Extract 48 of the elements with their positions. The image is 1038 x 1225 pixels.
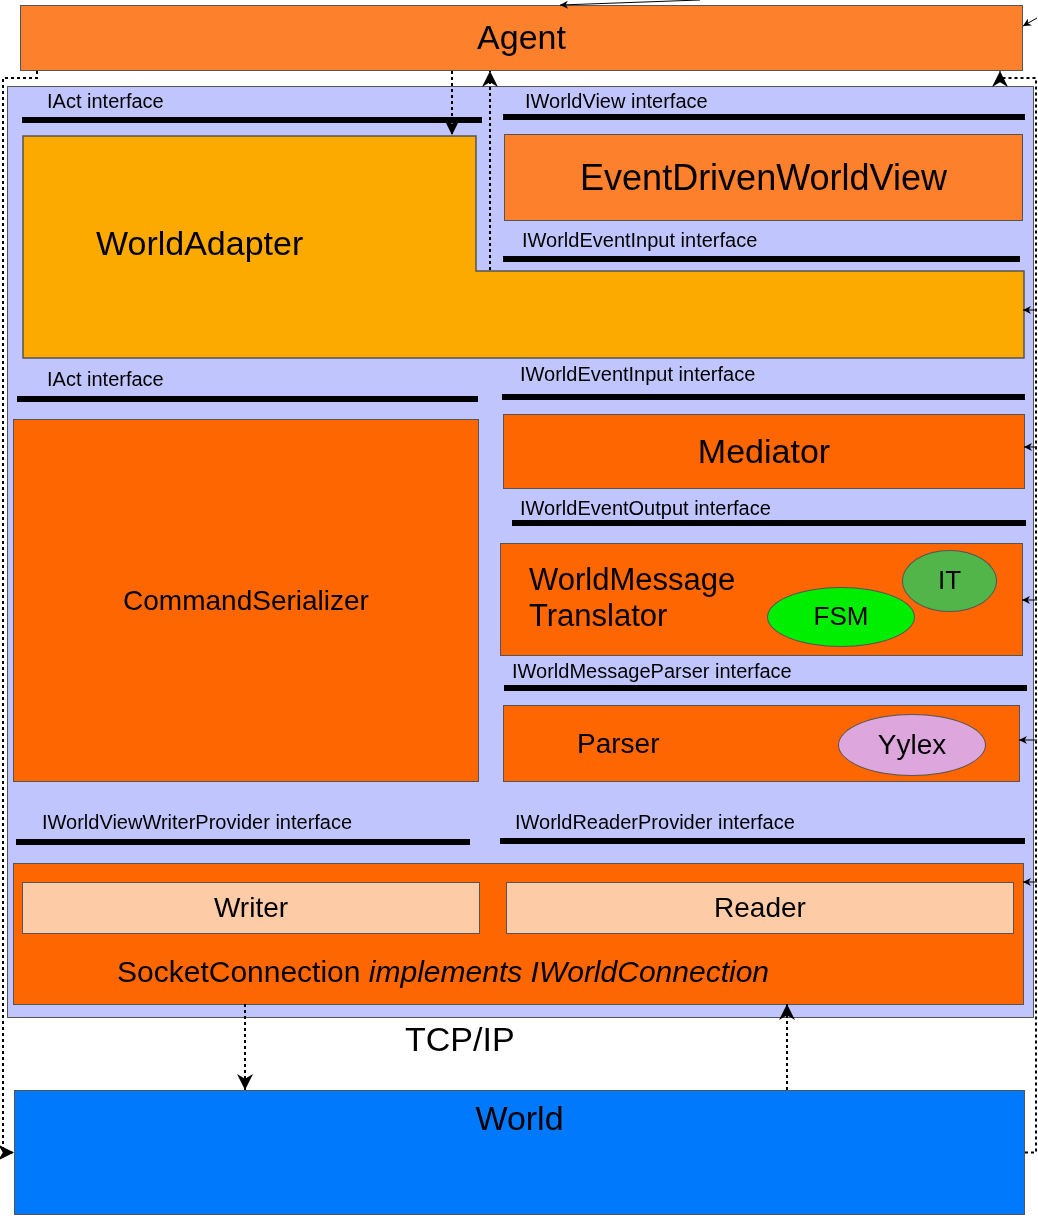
interface-label: IAct interface: [47, 90, 164, 113]
pointer-arrow: [1018, 736, 1038, 744]
protocol-label: TCP/IP: [405, 1020, 515, 1059]
interface-label: IWorldViewWriterProvider interface: [42, 811, 353, 834]
interface-label: IWorldView interface: [525, 90, 708, 113]
flow-arrow: [779, 1003, 795, 1091]
flow-arrow: [0, 70, 38, 1161]
sub-component-box: [506, 882, 1014, 934]
component-box: [503, 414, 1025, 489]
component-box: [13, 419, 479, 782]
component-name: World: [475, 1099, 564, 1139]
flow-arrow: [444, 70, 460, 136]
component-name: CommandSerializer: [123, 584, 369, 617]
component-name: Parser: [577, 728, 660, 761]
component-name: Yylex: [877, 728, 947, 762]
pointer-arrow: [559, 0, 701, 9]
component-box: [500, 543, 1023, 656]
component-name: Reader: [714, 891, 806, 925]
layer-panel: [7, 86, 1034, 1018]
component-name: WorldAdapter: [96, 224, 304, 264]
pointer-arrow: [1023, 443, 1038, 451]
pointer-arrow: [1022, 306, 1038, 314]
pointer-arrow: [1021, 596, 1038, 604]
interface-label: IWorldEventInput interface: [522, 229, 758, 252]
interface-label: IWorldEventInput interface: [520, 363, 756, 386]
world-box: [14, 1090, 1025, 1215]
component-name: Writer: [213, 891, 289, 925]
interface-label: IWorldEventOutput interface: [520, 497, 771, 520]
pointer-arrow: [1022, 878, 1038, 886]
interface-label: IAct interface: [47, 368, 164, 391]
agent-box: [20, 5, 1023, 71]
flow-arrow: [992, 70, 1037, 1154]
component-name: FSM: [813, 602, 869, 632]
component-name: IT: [937, 566, 962, 596]
component-name: EventDrivenWorldView: [580, 156, 947, 199]
flow-arrow: [482, 70, 498, 271]
interface-label: IWorldReaderProvider interface: [515, 811, 795, 834]
component-name: Mediator: [697, 431, 831, 472]
component-name: Agent: [477, 18, 566, 58]
component-name: WorldMessage Translator: [529, 562, 737, 634]
component-box: [503, 705, 1020, 782]
component-name: SocketConnection implements IWorldConnection: [117, 955, 769, 990]
pointer-arrow: [1022, 17, 1038, 27]
interface-label: IWorldMessageParser interface: [512, 660, 792, 683]
sub-component-box: [22, 882, 480, 934]
component-box: [13, 863, 1024, 1005]
flow-arrow: [237, 1003, 253, 1091]
component-box: [504, 134, 1023, 221]
